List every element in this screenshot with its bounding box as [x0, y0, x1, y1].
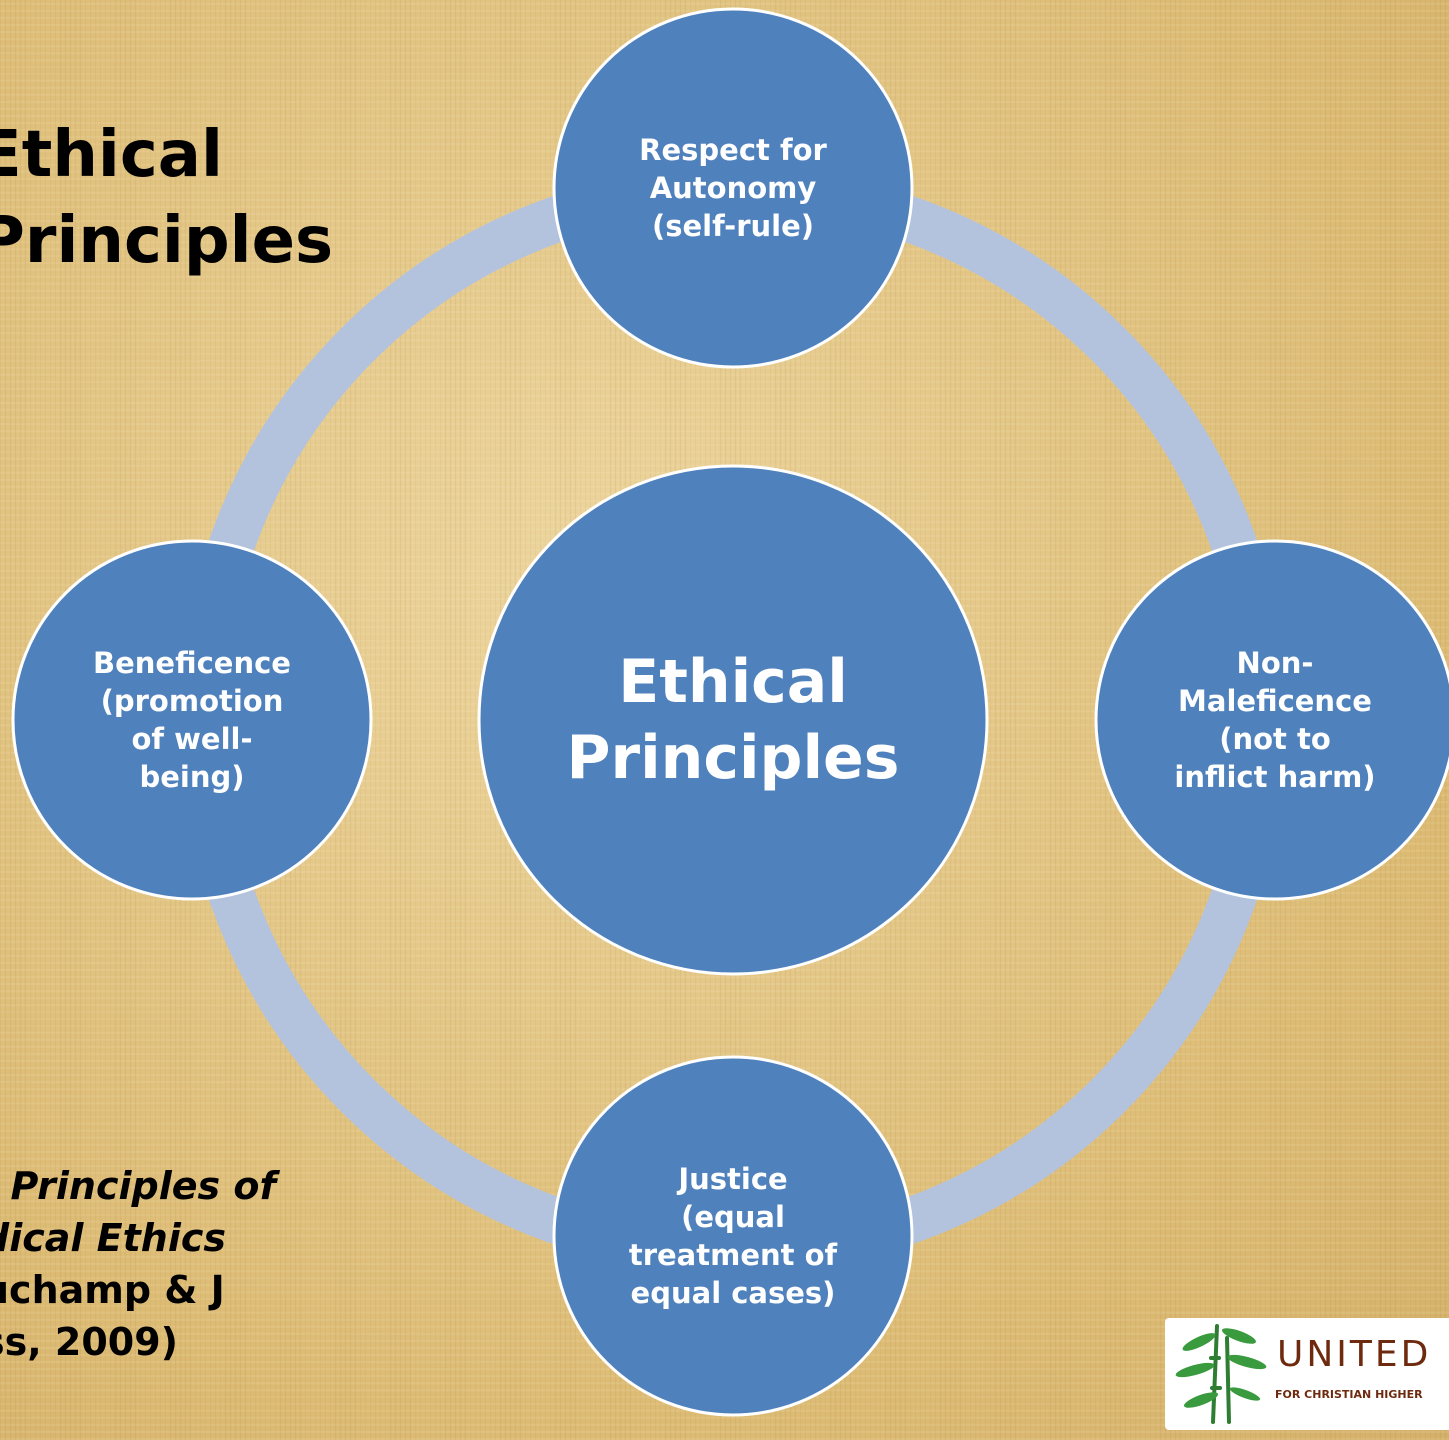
node-right-non-maleficence: [1094, 539, 1449, 901]
title-line-1: Ethical: [0, 118, 223, 192]
center-node-label: Ethical Principles: [566, 647, 900, 793]
citation-book-title-1: Principles of: [10, 1164, 276, 1208]
citation: : Principles of dical Ethics uchamp & J …: [0, 1160, 276, 1368]
node-bottom-label: Justice (equal treatment of equal cases): [628, 1162, 838, 1310]
center-node: [477, 464, 989, 976]
title-line-2: Principles: [0, 204, 334, 278]
node-left-beneficence: [11, 539, 373, 901]
node-right-label: Non- Maleficence (not to inflict harm): [1174, 646, 1376, 794]
citation-year: ss, 2009): [0, 1320, 179, 1364]
logo-name: UNITED B: [1277, 1334, 1449, 1375]
node-left-label: Beneficence (promotion of well- being): [93, 646, 291, 794]
united-board-logo: UNITED B FOR CHRISTIAN HIGHER: [1165, 1318, 1449, 1430]
node-bottom-justice: [552, 1055, 914, 1417]
node-top-label: Respect for Autonomy (self-rule): [639, 133, 827, 243]
node-top-autonomy: [552, 7, 914, 369]
bamboo-icon: [1175, 1324, 1267, 1424]
citation-book-title-2: dical Ethics: [0, 1216, 226, 1260]
citation-line-1: : Principles of: [0, 1160, 276, 1212]
logo-tagline: FOR CHRISTIAN HIGHER: [1275, 1388, 1423, 1401]
citation-authors: uchamp & J: [0, 1268, 225, 1312]
slide-title: Ethical Principles: [0, 112, 333, 284]
